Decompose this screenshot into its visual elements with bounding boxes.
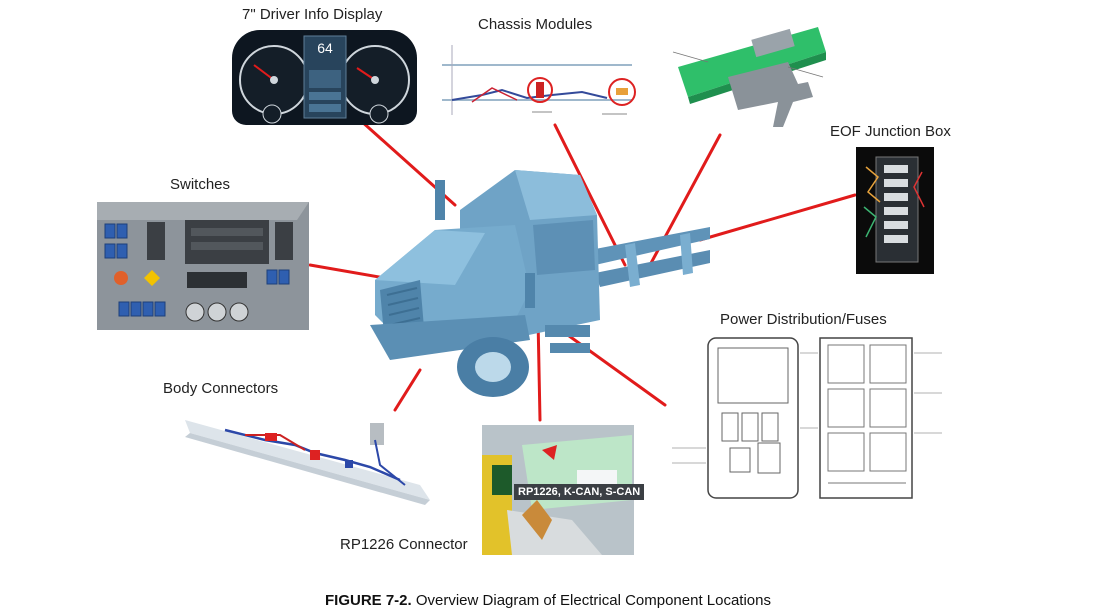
body-connectors-label: Body Connectors: [163, 380, 279, 397]
power-distribution-image: [670, 333, 950, 515]
eof-junction-box-label: EOF Junction Box: [830, 123, 951, 140]
eof-junction-box-image: [856, 147, 934, 274]
chassis-modules-image: [432, 40, 642, 125]
leader-line-body: [393, 368, 422, 412]
rp1226-connector-label: RP1226 Connector: [340, 536, 468, 553]
body-connectors-image: [185, 405, 440, 510]
leader-line-eof: [698, 193, 857, 242]
truck-illustration: [365, 155, 715, 400]
figure-caption: FIGURE 7-2. Overview Diagram of Electric…: [0, 592, 1096, 609]
driver-info-display-image: 64: [232, 30, 417, 125]
switches-panel-image: [97, 202, 309, 330]
leader-line-rp1226: [536, 316, 542, 422]
leader-line-chassis-1: [553, 123, 627, 267]
switches-label: Switches: [170, 176, 231, 193]
power-distribution-label: Power Distribution/Fuses: [720, 311, 887, 328]
figure-number: FIGURE 7-2.: [324, 592, 412, 609]
rp1226-callout: RP1226, K-CAN, S-CAN: [514, 484, 645, 500]
figure-title: Overview Diagram of Electrical Component…: [415, 592, 771, 609]
driver-info-display-label: 7" Driver Info Display: [242, 6, 383, 23]
speed-readout: 64: [317, 40, 333, 56]
rp1226-connector-image: RP1226, K-CAN, S-CAN: [482, 425, 645, 555]
leader-line-switches: [308, 263, 387, 280]
chassis-modules-label: Chassis Modules: [478, 16, 593, 33]
chassis-module-bracket-image: [668, 22, 828, 132]
